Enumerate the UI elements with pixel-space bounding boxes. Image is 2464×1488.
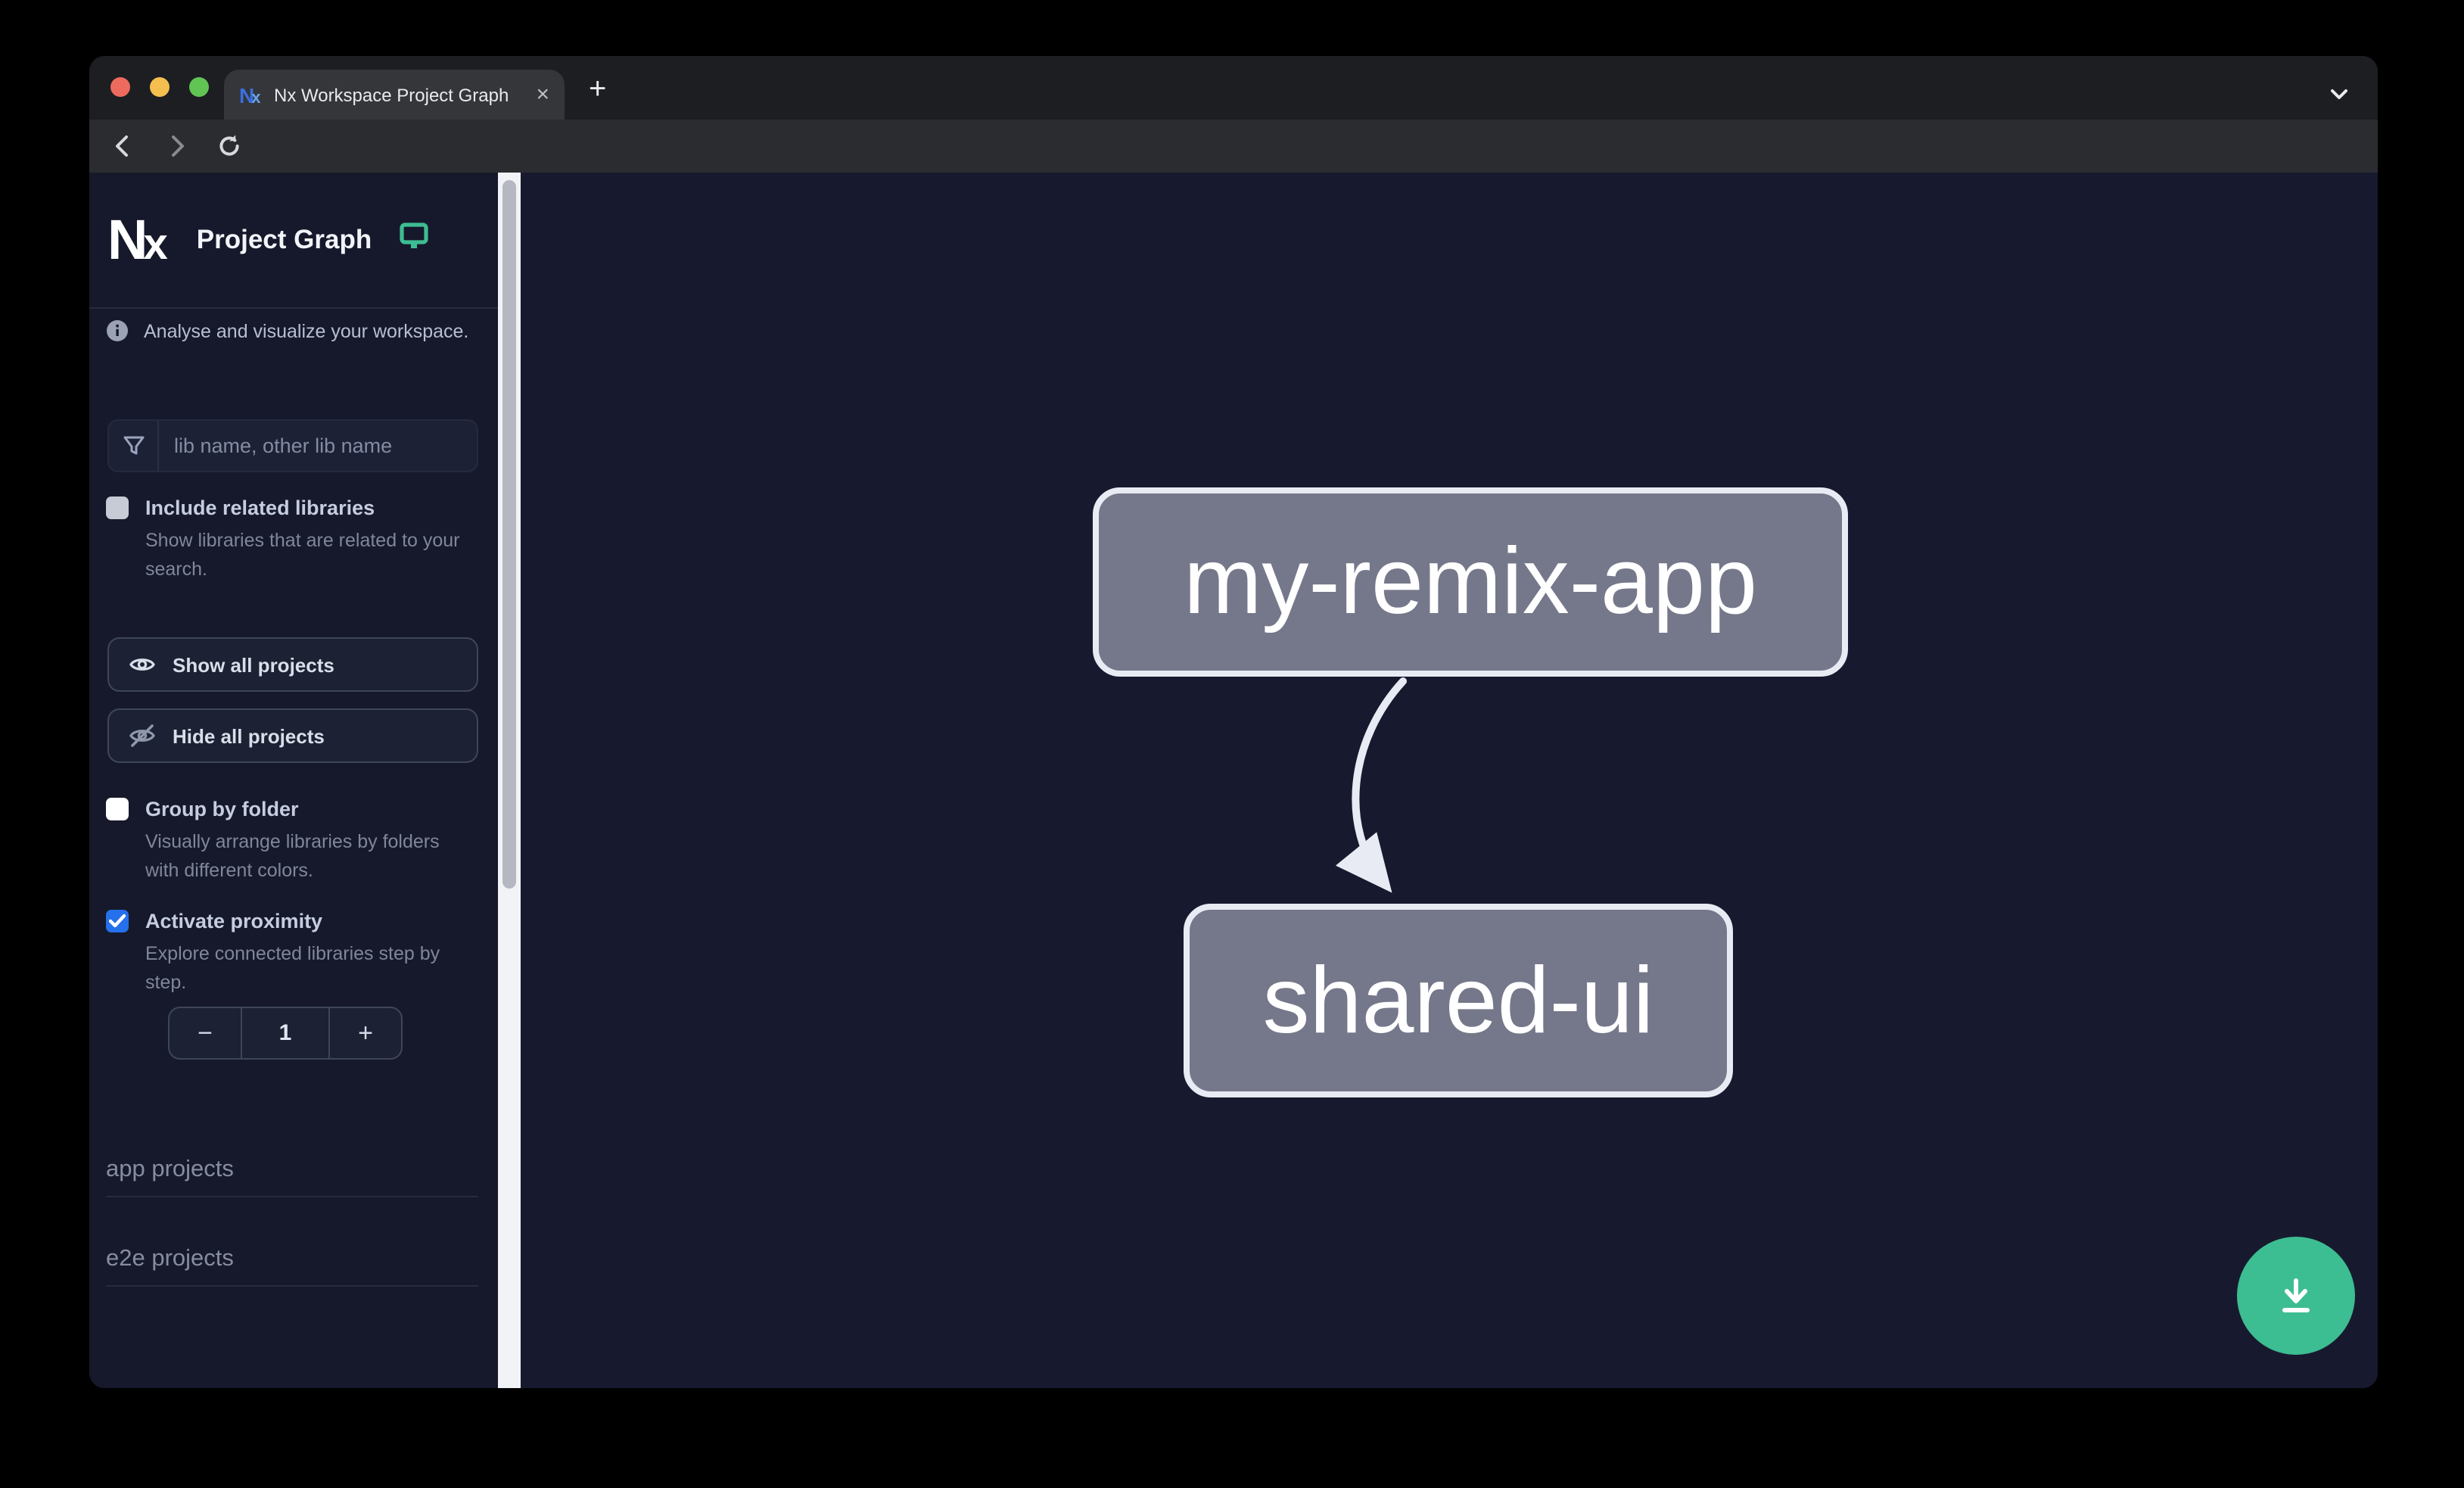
include-related-label[interactable]: Include related libraries xyxy=(145,497,375,519)
group-by-folder-description: Visually arrange libraries by folders wi… xyxy=(145,831,440,881)
increase-proximity-button[interactable]: + xyxy=(358,1018,373,1047)
browser-window: Nx Nx Workspace Project Graph × + 127.0 xyxy=(89,56,2378,1388)
chevron-down-icon[interactable] xyxy=(2329,82,2349,109)
section-app-projects[interactable]: app projects xyxy=(106,1156,478,1197)
dependency-edge xyxy=(1335,677,1407,893)
new-tab-button[interactable]: + xyxy=(589,73,607,106)
info-icon xyxy=(107,320,128,341)
tagline-text: Analyse and visualize your workspace. xyxy=(144,320,469,341)
show-all-label: Show all projects xyxy=(173,653,334,676)
group-by-folder-label[interactable]: Group by folder xyxy=(145,798,299,820)
project-graph-canvas[interactable]: my-remix-app shared-ui xyxy=(521,173,2378,1388)
eye-off-icon xyxy=(129,724,155,747)
reload-icon[interactable] xyxy=(216,133,242,159)
page-content: Nx Project Graph Analyse and visualize y… xyxy=(89,173,2378,1388)
page-title: Project Graph xyxy=(196,224,372,254)
option-activate-proximity: Activate proximity Explore connected lib… xyxy=(106,910,481,998)
activate-proximity-description: Explore connected libraries step by step… xyxy=(145,943,440,993)
tab-strip: Nx Nx Workspace Project Graph × + xyxy=(89,56,2378,120)
proximity-stepper: − 1 + xyxy=(168,1007,403,1060)
graph-node-my-remix-app[interactable]: my-remix-app xyxy=(1093,487,1848,677)
filter-icon xyxy=(109,421,159,471)
group-by-folder-checkbox[interactable] xyxy=(106,798,129,820)
node-label: my-remix-app xyxy=(1184,530,1757,634)
back-icon[interactable] xyxy=(110,133,136,159)
forward-icon[interactable] xyxy=(163,133,189,159)
monitor-icon[interactable] xyxy=(399,223,428,257)
minimize-window-button[interactable] xyxy=(150,77,170,97)
zoom-window-button[interactable] xyxy=(189,77,209,97)
section-e2e-projects[interactable]: e2e projects xyxy=(106,1246,478,1287)
option-group-by-folder: Group by folder Visually arrange librari… xyxy=(106,798,481,886)
graph-node-shared-ui[interactable]: shared-ui xyxy=(1184,904,1733,1097)
close-window-button[interactable] xyxy=(110,77,130,97)
hide-all-label: Hide all projects xyxy=(173,724,325,747)
workspace-tagline: Analyse and visualize your workspace. xyxy=(106,319,468,342)
window-controls xyxy=(110,77,209,97)
include-related-description: Show libraries that are related to your … xyxy=(145,530,460,580)
tab-title: Nx Workspace Project Graph xyxy=(274,84,509,105)
hide-all-projects-button[interactable]: Hide all projects xyxy=(107,708,478,763)
nx-favicon: Nx xyxy=(239,82,261,107)
eye-icon xyxy=(129,658,155,671)
close-tab-icon[interactable]: × xyxy=(536,82,549,107)
decrease-proximity-button[interactable]: − xyxy=(198,1018,213,1047)
search-input[interactable] xyxy=(159,434,477,457)
sidebar-scrollbar[interactable] xyxy=(498,173,521,1388)
download-icon xyxy=(2282,1278,2310,1312)
show-all-projects-button[interactable]: Show all projects xyxy=(107,637,478,692)
library-filter xyxy=(107,419,478,472)
activate-proximity-checkbox[interactable] xyxy=(106,910,129,932)
browser-tab[interactable]: Nx Nx Workspace Project Graph × xyxy=(224,70,565,120)
browser-toolbar: 127.0.0.1:4211/?select=all Guest xyxy=(89,120,2378,230)
nx-logo: Nx xyxy=(107,209,168,271)
node-label: shared-ui xyxy=(1262,948,1654,1053)
sidebar-header: Nx Project Graph xyxy=(89,173,498,309)
download-graph-button[interactable] xyxy=(2237,1237,2355,1355)
activate-proximity-label[interactable]: Activate proximity xyxy=(145,910,323,932)
include-related-checkbox[interactable] xyxy=(106,497,129,519)
proximity-value: 1 xyxy=(241,1008,330,1058)
scrollbar-thumb[interactable] xyxy=(502,180,516,889)
option-include-related: Include related libraries Show libraries… xyxy=(106,497,481,584)
sidebar: Nx Project Graph Analyse and visualize y… xyxy=(89,173,498,1388)
